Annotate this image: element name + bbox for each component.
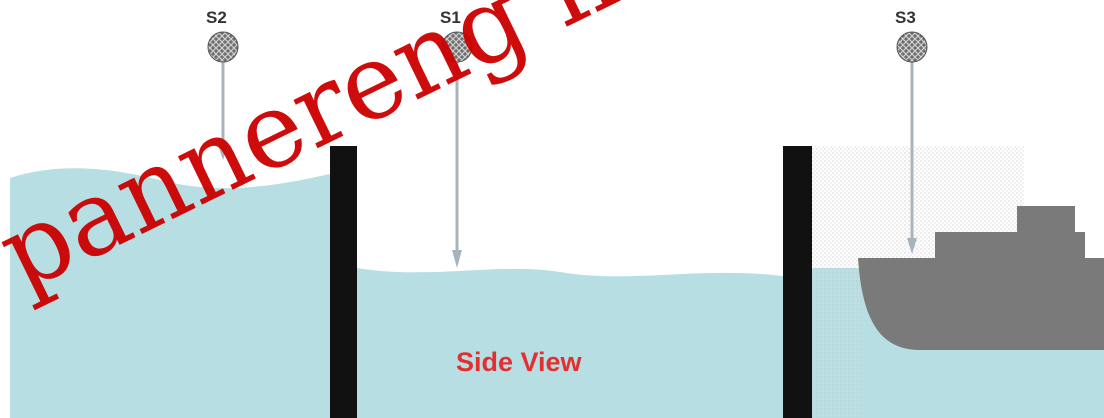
right-wall xyxy=(783,146,812,418)
view-label: Side View xyxy=(456,347,582,378)
left-wall xyxy=(330,146,357,418)
sensor-label-s2: S2 xyxy=(206,8,227,28)
sensor-label-s3: S3 xyxy=(895,8,916,28)
middle-basin-water xyxy=(357,268,783,418)
